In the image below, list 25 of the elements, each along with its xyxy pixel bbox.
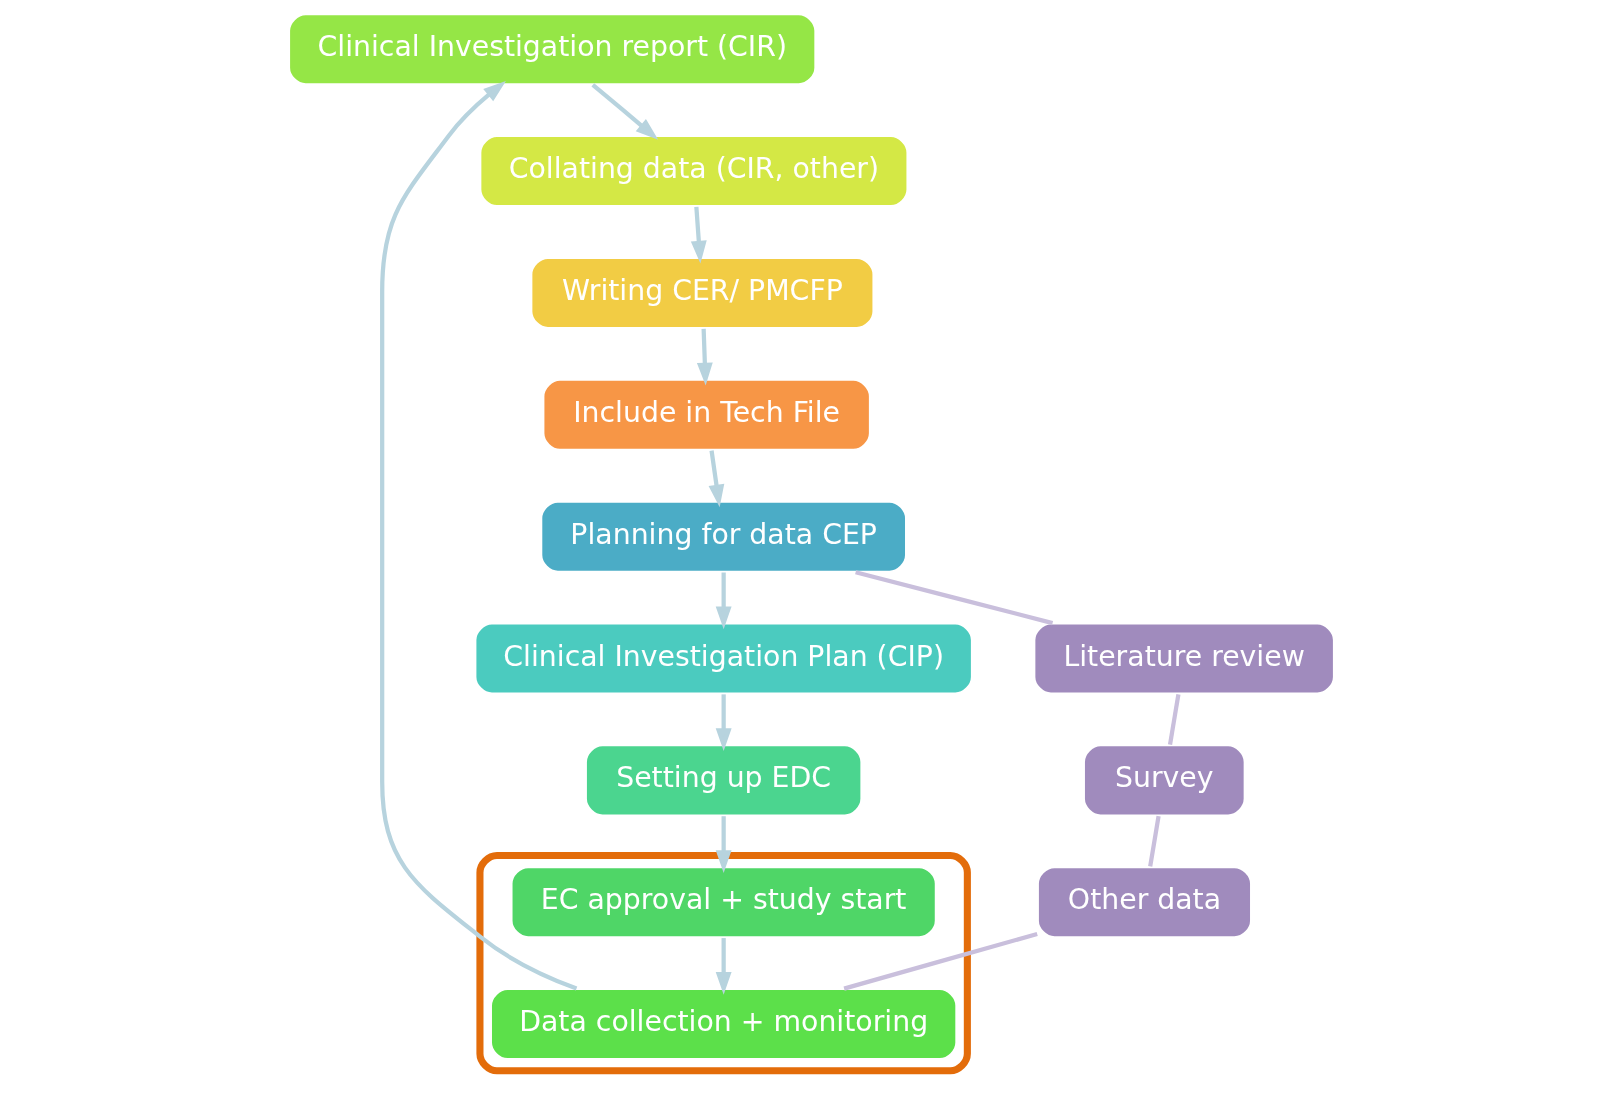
node-box: Collating data (CIR, other) <box>478 134 910 208</box>
node-box: Writing CER/ PMCFP <box>529 256 876 330</box>
node-box: Data collection + monitoring <box>489 987 959 1061</box>
arrow <box>380 80 578 991</box>
arrow <box>690 206 707 264</box>
node-box: Clinical Investigation Plan (CIP) <box>473 621 974 696</box>
arrow <box>715 938 732 995</box>
arrow <box>696 328 713 386</box>
node-box: Planning for data CEP <box>539 499 908 574</box>
node-box: Clinical Investigation report (CIR) <box>287 12 818 87</box>
connector <box>1167 694 1181 745</box>
node-box: Other data <box>1036 865 1253 940</box>
arrow <box>715 816 732 873</box>
arrow <box>591 83 659 140</box>
arrow <box>708 450 725 508</box>
connector <box>1148 815 1161 867</box>
arrow <box>715 572 732 630</box>
connector <box>855 570 1054 626</box>
node-box: Survey <box>1082 743 1247 818</box>
node-box: EC approval + study start <box>509 865 938 940</box>
node-box: Literature review <box>1032 621 1336 696</box>
connector <box>843 931 1038 991</box>
node-box: Setting up EDC <box>584 743 864 818</box>
node-box: Include in Tech File <box>541 377 872 452</box>
arrow <box>715 694 732 752</box>
